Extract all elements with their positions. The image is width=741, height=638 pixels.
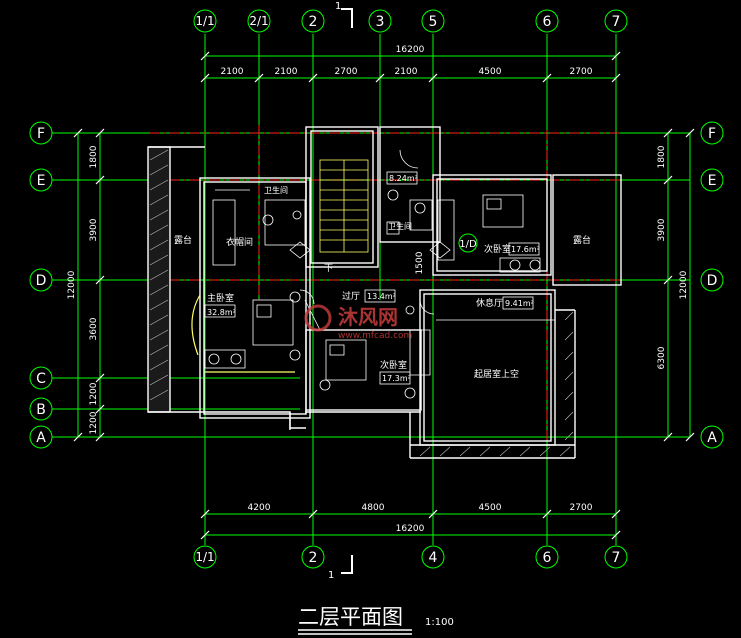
axis-bubbles-left [29,121,53,449]
room-bath-1: 卫生间 [264,185,288,195]
axis-bubbles-bottom [193,545,628,569]
room-balcony-left: 露台 [174,234,192,246]
room-second-bedroom-2-area: 17.3m² [382,374,411,383]
section-mark-bottom-label: 1 [328,570,334,581]
axis-top-3: 2 [309,14,318,30]
dim-top-total: 16200 [396,45,425,55]
section-mark-bottom [341,555,353,574]
room-living-void: 起居室上空 [474,368,519,380]
watermark-text: 沐风网 [338,305,398,329]
room-bath-2-area: 8.24m² [389,174,418,183]
dim-left-3: 3600 [89,317,99,340]
axis-top-2: 2/1 [249,14,268,28]
watermark-url: www.mfcad.com [338,331,412,341]
axis-bubbles-right [700,121,724,449]
dim-left-2: 3900 [89,218,99,241]
room-bath-2-area-box [386,171,418,185]
dim-right-3: 6300 [657,346,667,369]
room-lounge: 休息厅 [476,297,503,309]
room-master-area-box [204,304,236,318]
dim-bottom-2: 4800 [362,503,385,513]
walls [147,126,622,459]
drawing-title: 二层平面图 [298,605,403,629]
dim-left-5: 1200 [89,411,99,434]
room-second-bedroom-2-area-box [379,371,411,385]
axis-top-1: 1/1 [195,14,214,28]
axis-left-3: D [36,273,47,289]
dim-stair: 1500 [415,251,425,274]
title-underline [298,629,412,635]
room-cloakroom: 衣帽间 [226,236,253,248]
room-hall: 过厅 [342,290,360,302]
axis-left-4: C [36,371,46,387]
dim-bottom-3: 4500 [479,503,502,513]
dim-top-1: 2100 [221,67,244,77]
hatch [149,149,574,457]
dimension-ticks [73,51,695,540]
axis-left-6: A [36,430,46,446]
axis-bottom-3: 4 [429,550,438,566]
dim-left-outer: 12000 [67,270,77,299]
axis-right-3: D [707,273,718,289]
dim-right-1: 1800 [657,145,667,168]
room-lounge-area: 9.41m² [505,299,534,308]
room-master-bedroom: 主卧室 [207,292,234,304]
room-second-bedroom-2: 次卧室 [380,359,407,371]
axis-bubbles-top [193,9,628,33]
axis-top-5: 5 [429,14,438,30]
room-bath-2: 卫生间 [388,221,412,231]
axis-bottom-1: 1/1 [195,550,214,564]
dim-bottom-1: 4200 [248,503,271,513]
dim-top-5: 4500 [479,67,502,77]
dim-top-2: 2100 [275,67,298,77]
room-balcony-right: 露台 [573,234,591,246]
axis-left-5: B [36,402,46,418]
axis-top-6: 6 [543,14,552,30]
inner-axis-bubble [458,233,478,253]
axis-top-7: 7 [612,14,621,30]
dim-bottom-4: 2700 [570,503,593,513]
dim-right-outer: 12000 [679,270,689,299]
axis-bottom-4: 6 [543,550,552,566]
dim-top-3: 2700 [335,67,358,77]
stair-down-label: 下 [324,264,333,274]
dim-left-1: 1800 [89,145,99,168]
axis-right-2: E [708,173,717,189]
inner-axis-tag: 1/D [459,239,477,250]
room-second-bedroom-1: 次卧室 [484,243,511,255]
watermark-logo-icon [304,304,332,332]
watermark: 沐风网 www.mfcad.com [304,304,412,341]
room-second-bedroom-1-area: 17.6m² [511,245,540,254]
axis-top-4: 3 [376,14,385,30]
dim-top-4: 2100 [395,67,418,77]
drawing-scale: 1:100 [425,617,454,628]
axis-bottom-5: 7 [612,550,621,566]
room-hall-area-box [364,289,396,303]
dim-top-6: 2700 [570,67,593,77]
furniture [204,189,555,399]
axis-left-2: E [37,173,46,189]
room-master-bedroom-area: 32.8m² [207,308,236,317]
axis-right-1: F [708,126,716,142]
axis-bottom-2: 2 [309,550,318,566]
section-mark-top [341,8,353,28]
dim-right-2: 3900 [657,218,667,241]
dim-bottom-total: 16200 [396,524,425,534]
stairs [319,159,369,253]
section-mark-top-label: 1 [335,1,341,12]
room-hall-area: 13.4m² [367,292,396,301]
room-second-bedroom-1-area-box [508,242,540,256]
curtains [191,294,295,373]
room-lounge-area-box [502,296,534,310]
axis-right-4: A [707,430,717,446]
axis-left-1: F [37,126,45,142]
dim-left-4: 1200 [89,382,99,405]
center-lines [150,125,620,440]
